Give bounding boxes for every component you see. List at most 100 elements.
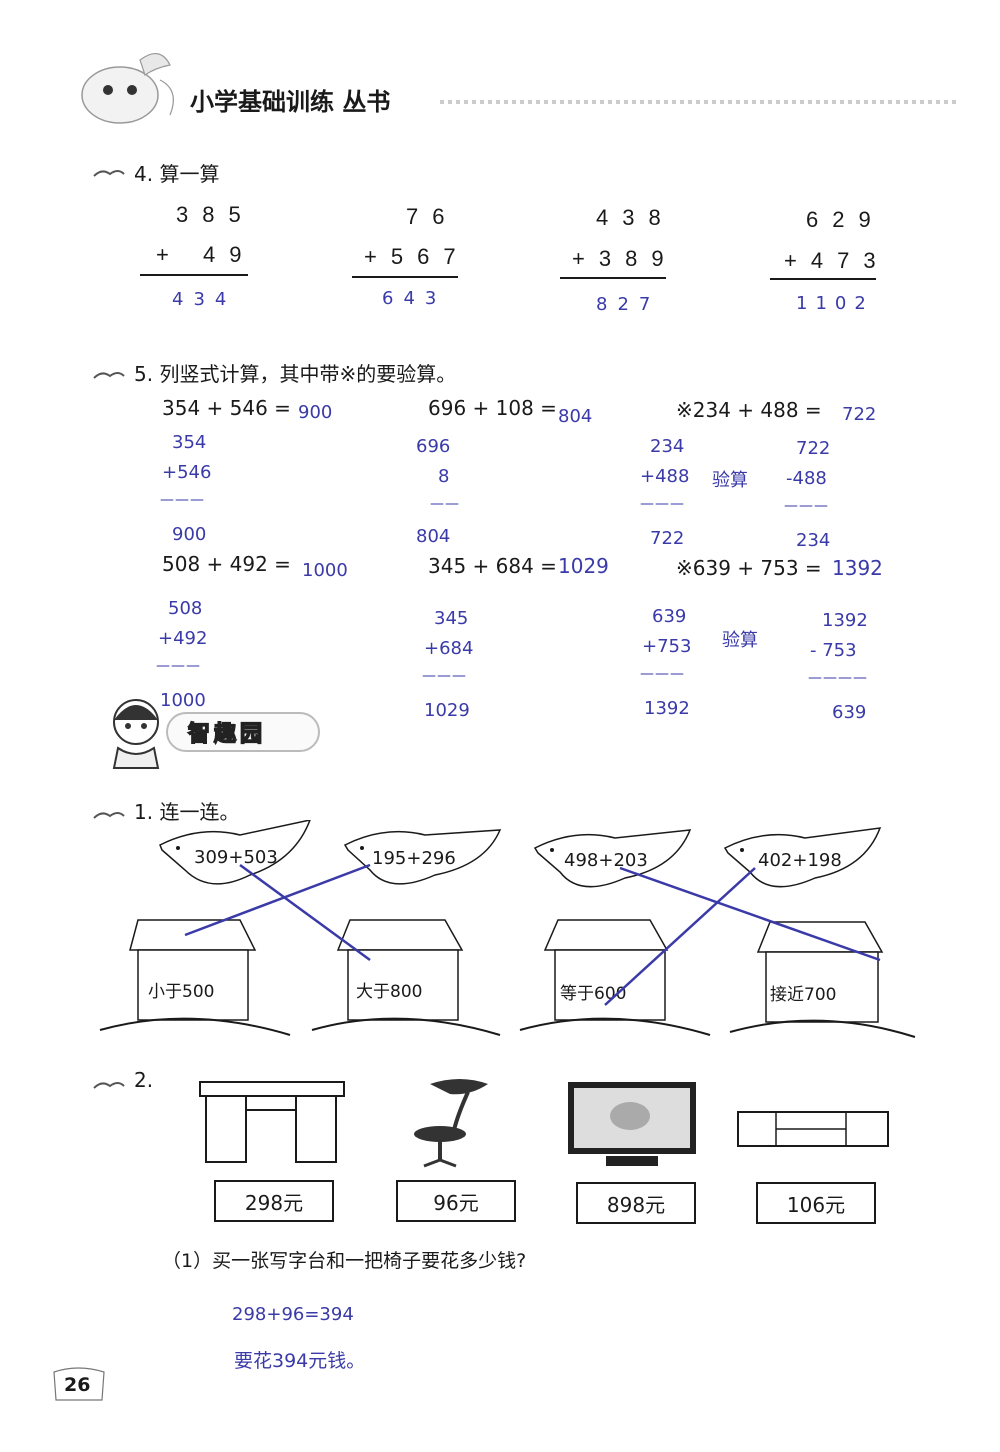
match-line [239,863,371,962]
bird-label: 402+198 [758,850,842,871]
q5-work-answer: 1000 [160,690,206,711]
q4-top: 76 [406,204,459,229]
q5-work-answer: 1029 [424,700,470,721]
tv-icon [568,1082,696,1166]
q5-check-mid: - 753 [810,640,857,661]
q4-answer: 643 [382,288,447,309]
q4-line [560,277,666,279]
house: 接近700 [729,921,916,1038]
header: 小学基础训练 丛书 [60,40,960,130]
q5-work-mid: +488 [640,466,690,487]
page-number: 26 [64,1374,91,1396]
matching-diagram: 309+503 195+296 498+203 402+198 小于500 大于… [99,820,916,1038]
q5-expr: ※639 + 753 = [676,556,822,580]
q5-check-answer: 234 [796,530,831,551]
q5-check-top: 722 [796,438,831,459]
q5-expr: 345 + 684 = [428,554,557,578]
q5-check-label: 验算 [712,470,748,491]
house-label: 大于800 [356,982,422,1002]
q5-work-line: ——— [640,666,685,682]
q5-work-mid: +753 [642,636,692,657]
q4-bottom: +567 [364,244,470,269]
q4-line [140,274,248,276]
link-title: 1. 连一连。 [134,800,240,824]
q5-work-top: 508 [168,598,203,619]
q4-bottom: +473 [784,248,890,273]
question-bullet-icon [93,170,125,177]
bird: 195+296 [343,829,502,885]
house: 小于500 [99,919,291,1036]
answer-equation: 298+96=394 [232,1304,354,1325]
price-question: （1）买一张写字台和一把椅子要花多少钱? [162,1250,527,1272]
q5-work-mid: +546 [162,462,212,483]
header-title: 小学基础训练 丛书 [190,88,391,116]
question-bullet-icon [93,1082,125,1089]
bird-label: 498+203 [564,850,648,871]
q5-expr: ※234 + 488 = [676,398,822,422]
q5-check-line: ——— [784,498,829,514]
bird: 498+203 [533,829,692,888]
q5-work-top: 345 [434,608,469,629]
header-rule [440,100,960,104]
desk-icon [199,1081,345,1163]
q4-answer: 1102 [796,293,874,314]
match-line [619,866,881,962]
house-label: 接近700 [770,985,836,1005]
chair-icon [414,1079,488,1168]
q5-work-line: ——— [422,668,467,684]
house-label: 小于500 [148,982,214,1002]
mascot-icon [81,53,174,124]
q5-work-top: 234 [650,436,685,457]
q5-expr: 354 + 546 = [162,396,291,420]
q4-title: 4. 算一算 [134,162,220,186]
q5-check-answer: 639 [832,702,867,723]
q5-work-top: 354 [172,432,207,453]
q5-result: 1000 [302,560,348,581]
q4-line [352,276,458,278]
q5-work-answer: 804 [416,526,451,547]
page-number-badge: 26 [50,1362,108,1402]
question-bullet-icon [93,372,125,379]
q5-check-mid: -488 [786,468,827,489]
q5-work-line: ——— [640,496,685,512]
q5-result: 1392 [832,556,883,580]
q5-result: 1029 [558,554,609,578]
question-bullet-icon [93,812,125,819]
q5-result: 722 [842,404,877,425]
q5-result: 900 [298,402,333,423]
q5-expr: 508 + 492 = [162,552,291,576]
section-banner: 智趣园 [96,690,346,770]
q4-bottom: +389 [572,246,678,271]
q5-work-line: ——— [160,492,205,508]
bird-label: 309+503 [194,847,278,868]
prices-title: 2. [134,1068,154,1092]
q4-answer: 827 [596,294,661,315]
q5-work-answer: 722 [650,528,685,549]
bird: 402+198 [723,827,882,888]
q5-check-label: 验算 [722,630,758,651]
banner-title: 智趣园 [187,721,267,748]
price-box: 96元 [396,1180,516,1222]
q5-result: 804 [558,406,593,427]
q5-work-mid: 8 [438,466,450,487]
bird: 309+503 [159,820,311,885]
q5-work-line: ——— [156,658,201,674]
match-line [604,867,756,1006]
q5-work-line: —— [430,496,460,512]
answer-text: 要花394元钱。 [234,1350,366,1372]
match-line [184,863,371,937]
price-box: 106元 [756,1182,876,1224]
q4-top: 385 [176,202,255,227]
q4-top: 438 [596,205,675,230]
q5-check-line: ———— [808,670,868,686]
banner-cloud [166,712,320,752]
house: 大于800 [311,919,501,1036]
price-box: 898元 [576,1182,696,1224]
q5-work-answer: 900 [172,524,207,545]
q4-line [770,278,876,280]
q5-check-top: 1392 [822,610,868,631]
bird-label: 195+296 [372,848,456,869]
q4-answer: 434 [172,289,237,310]
page-leaf-icon [53,1367,105,1401]
q5-work-mid: +492 [158,628,208,649]
